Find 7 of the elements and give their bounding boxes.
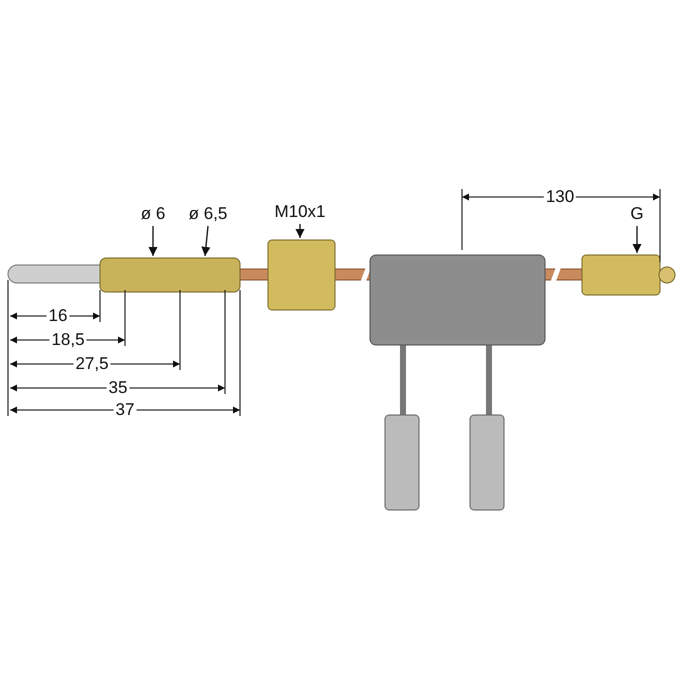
callout-label: ø 6,5 bbox=[186, 204, 230, 224]
dimension-label: 18,5 bbox=[49, 330, 87, 350]
leader-line bbox=[632, 226, 642, 253]
leader-line bbox=[201, 226, 210, 256]
leader-line bbox=[148, 226, 158, 256]
leader-line bbox=[295, 224, 305, 238]
dimension-label: 27,5 bbox=[73, 354, 111, 374]
